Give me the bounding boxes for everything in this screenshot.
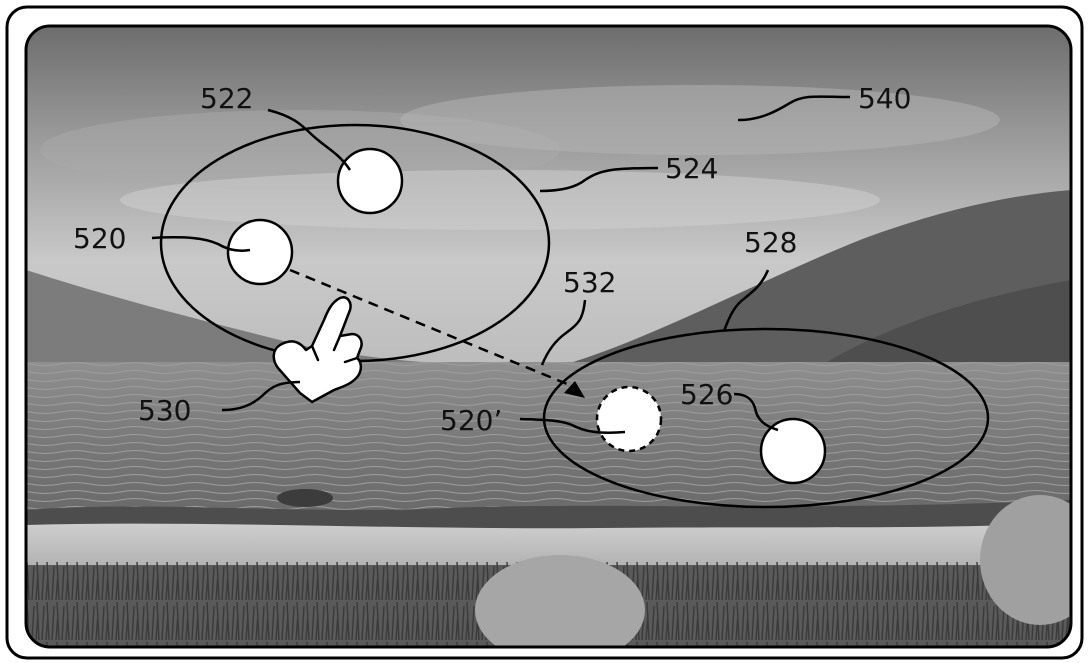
object-520[interactable] bbox=[226, 218, 294, 286]
label-520-prime: 520’ bbox=[440, 404, 502, 437]
object-520-prime[interactable] bbox=[595, 385, 663, 453]
label-526: 526 bbox=[680, 378, 733, 411]
object-522[interactable] bbox=[336, 147, 404, 215]
arrowhead-icon bbox=[564, 381, 585, 398]
label-524: 524 bbox=[665, 152, 718, 185]
leader-520 bbox=[151, 236, 251, 252]
object-526[interactable] bbox=[759, 417, 827, 485]
label-522: 522 bbox=[200, 82, 253, 115]
leader-lines bbox=[151, 95, 851, 434]
leader-522 bbox=[267, 108, 352, 171]
label-528: 528 bbox=[744, 226, 797, 259]
hand-pointer-icon bbox=[272, 296, 363, 404]
leader-528 bbox=[722, 269, 770, 332]
leader-520p bbox=[519, 417, 626, 434]
label-530: 530 bbox=[138, 394, 191, 427]
label-532: 532 bbox=[563, 266, 616, 299]
leader-540 bbox=[737, 95, 851, 122]
leader-524 bbox=[539, 166, 659, 193]
label-540: 540 bbox=[858, 82, 911, 115]
background-scene bbox=[26, 26, 1071, 647]
leader-532 bbox=[540, 299, 587, 366]
group-region-528[interactable] bbox=[542, 327, 990, 509]
leader-530 bbox=[221, 380, 301, 412]
label-520: 520 bbox=[73, 222, 126, 255]
leader-526 bbox=[733, 392, 779, 432]
screen-border bbox=[24, 24, 1073, 649]
